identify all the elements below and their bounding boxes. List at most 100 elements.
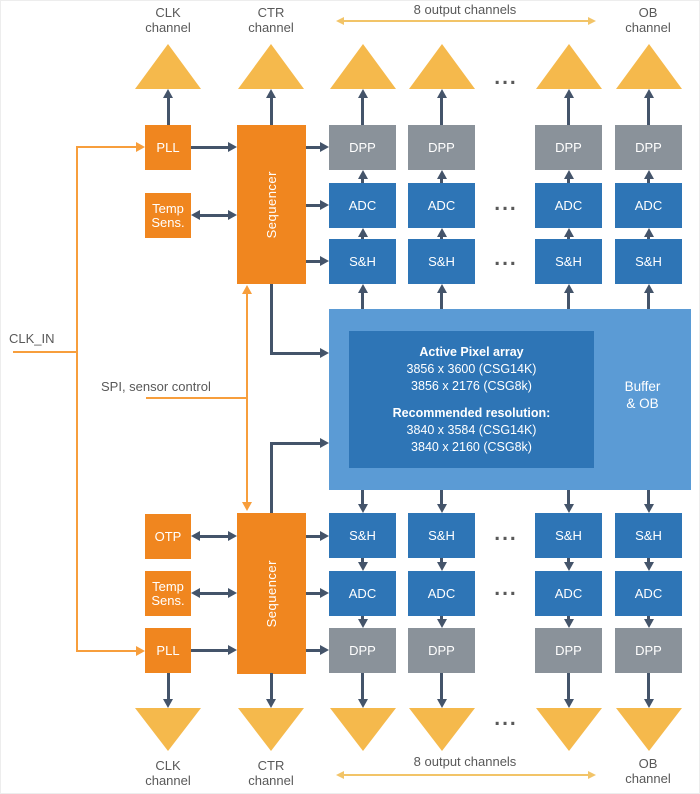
ellipsis: ... xyxy=(494,66,518,89)
arrowhead-up xyxy=(436,228,447,237)
connector-line xyxy=(567,292,570,309)
pixel-array-resolution-csg14k: 3856 x 3600 (CSG14K) xyxy=(406,361,537,376)
connector-line xyxy=(361,97,364,125)
connector-line xyxy=(567,236,570,239)
connector-line xyxy=(306,534,321,538)
arrowhead-right xyxy=(320,438,329,448)
connector-line xyxy=(342,20,590,22)
connector-line xyxy=(199,534,229,538)
arrowhead-up xyxy=(643,284,654,293)
arrowhead-up xyxy=(563,89,574,98)
sh-box: S&H xyxy=(408,239,475,284)
spi-sensor-control-label: SPI, sensor control xyxy=(101,379,211,394)
arrowhead-down xyxy=(436,562,447,571)
arrowhead-right xyxy=(320,142,329,152)
connector-line xyxy=(440,292,443,309)
sh-box: S&H xyxy=(615,513,682,558)
arrowhead-down xyxy=(163,699,173,708)
output-channel-triangle-top xyxy=(408,44,475,89)
arrowhead-right xyxy=(136,646,145,656)
pixel-array-title: Active Pixel array xyxy=(419,344,524,359)
arrowhead-down xyxy=(643,699,654,708)
pll-label: PLL xyxy=(156,139,180,155)
connector-line xyxy=(306,648,321,652)
adc-box: ADC xyxy=(615,183,682,228)
clk-channel-label-bottom: CLK channel xyxy=(145,758,191,788)
connector-line xyxy=(647,178,650,183)
connector-line xyxy=(567,558,570,563)
ob-channel-triangle-bottom xyxy=(615,708,682,751)
adc-box: ADC xyxy=(615,571,682,616)
sh-box: S&H xyxy=(535,239,602,284)
connector-line xyxy=(361,558,364,563)
arrowhead-down xyxy=(266,699,276,708)
arrowhead-right xyxy=(228,142,237,152)
pll-box-top: PLL xyxy=(145,125,191,170)
connector-line xyxy=(306,591,321,595)
arrowhead-down xyxy=(563,504,574,513)
clk-channel-label-top: CLK channel xyxy=(145,5,191,35)
arrowhead-up xyxy=(563,284,574,293)
sh-box: S&H xyxy=(329,239,396,284)
arrowhead-right xyxy=(320,348,329,358)
pixel-array-resolution-csg8k: 3856 x 2176 (CSG8k) xyxy=(411,378,532,393)
connector-line xyxy=(647,558,650,563)
connector-line xyxy=(270,441,321,445)
arrowhead-down xyxy=(643,562,654,571)
dpp-box: DPP xyxy=(329,125,396,170)
connector-line xyxy=(246,294,248,502)
active-pixel-array: Active Pixel array 3856 x 3600 (CSG14K) … xyxy=(349,331,594,468)
connector-line xyxy=(361,490,364,505)
arrowhead-down xyxy=(357,619,368,628)
arrowhead-right xyxy=(320,645,329,655)
arrowhead-up xyxy=(242,285,252,294)
connector-line xyxy=(306,145,321,149)
output-channel-triangle-top xyxy=(329,44,396,89)
ob-channel-label-bottom: OB channel xyxy=(625,756,671,786)
arrowhead-down xyxy=(563,619,574,628)
connector-line xyxy=(567,97,570,125)
connector-line xyxy=(567,616,570,621)
arrowhead-up xyxy=(643,89,654,98)
connector-line xyxy=(269,673,273,700)
clk-channel-triangle-bottom xyxy=(135,708,201,751)
sequencer-box-bottom: Sequencer xyxy=(237,513,306,674)
connector-line xyxy=(146,397,247,399)
otp-box: OTP xyxy=(145,514,191,559)
connector-line xyxy=(647,673,650,700)
arrowhead-up xyxy=(436,89,447,98)
buffer-ob-label: Buffer & OB xyxy=(624,379,661,411)
arrowhead-up xyxy=(563,170,574,179)
connector-line xyxy=(647,236,650,239)
arrowhead-up xyxy=(357,89,368,98)
arrowhead-up xyxy=(643,170,654,179)
connector-line xyxy=(440,178,443,183)
arrowhead-left xyxy=(191,588,200,598)
arrowhead-down xyxy=(436,619,447,628)
dpp-box: DPP xyxy=(615,628,682,673)
ellipsis: ... xyxy=(494,192,518,215)
temp-sensor-box-top: Temp Sens. xyxy=(145,193,191,238)
connector-line xyxy=(269,97,273,125)
connector-line xyxy=(440,490,443,505)
ellipsis: ... xyxy=(494,707,518,730)
recommended-resolution-csg8k: 3840 x 2160 (CSG8k) xyxy=(411,439,532,454)
connector-line xyxy=(647,292,650,309)
connector-line xyxy=(361,616,364,621)
connector-line xyxy=(270,443,273,513)
recommended-resolution-title: Recommended resolution: xyxy=(392,405,551,420)
dpp-box: DPP xyxy=(535,628,602,673)
arrowhead-up xyxy=(357,228,368,237)
ctr-channel-label-top: CTR channel xyxy=(248,5,294,35)
ellipsis: ... xyxy=(494,247,518,270)
output-channel-triangle-top xyxy=(535,44,602,89)
arrowhead-down xyxy=(643,504,654,513)
connector-line xyxy=(342,774,590,776)
ctr-channel-label-bottom: CTR channel xyxy=(248,758,294,788)
output-channels-label-bottom: 8 output channels xyxy=(413,754,517,769)
ob-channel-label-top: OB channel xyxy=(625,5,671,35)
sh-box: S&H xyxy=(329,513,396,558)
connector-line xyxy=(440,616,443,621)
clk-channel-triangle-top xyxy=(135,44,201,89)
